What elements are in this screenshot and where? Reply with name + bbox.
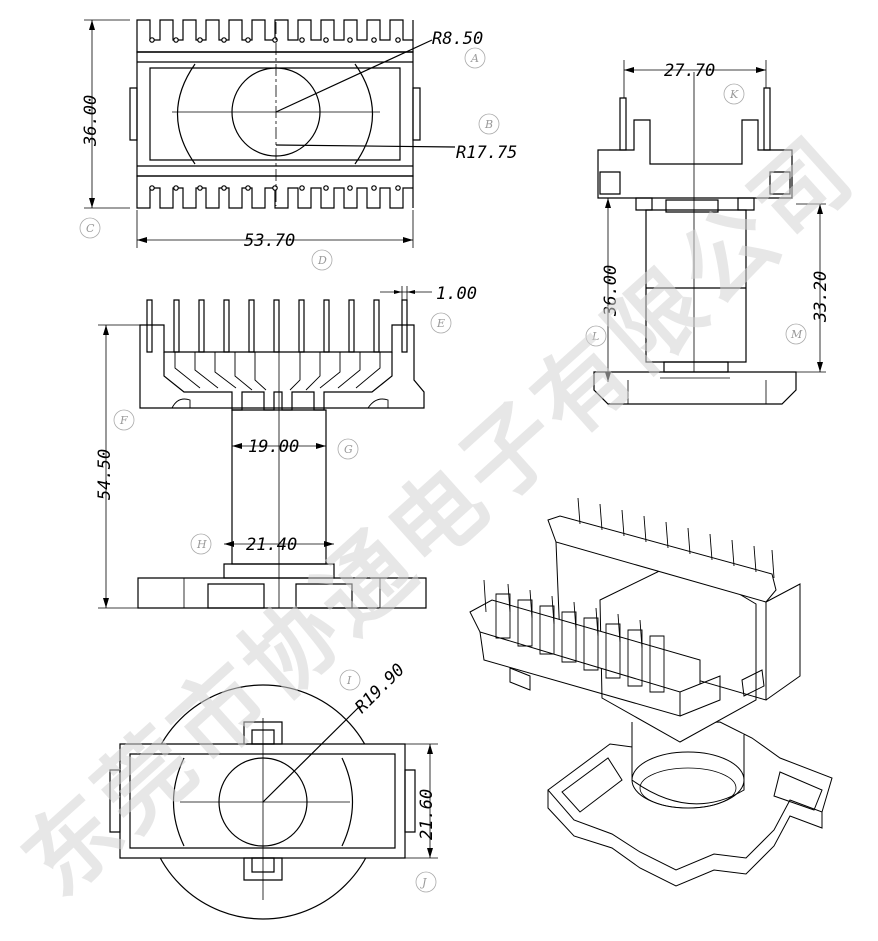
top-view-upper-comb [137, 20, 413, 52]
callouts: A B C D E F G H I J K L M [80, 48, 806, 892]
callout-m: M [790, 328, 803, 341]
front-view [98, 286, 432, 608]
dim-pin-width: 1.00 [436, 284, 477, 304]
isometric-view [470, 498, 832, 886]
callout-c: C [86, 222, 95, 235]
callout-l: L [591, 330, 599, 343]
callout-f: F [119, 414, 128, 427]
callout-k: K [729, 88, 739, 101]
dim-height-top: 36.00 [81, 95, 101, 147]
callout-b: B [484, 118, 493, 131]
side-view-flange [598, 120, 792, 198]
dim-height-front: 54.50 [95, 449, 115, 500]
dim-height-side2: 33.20 [811, 271, 831, 323]
dim-base-width: 21.40 [246, 535, 297, 555]
dim-height-side: 36.00 [601, 265, 621, 317]
dim-width-top: 53.70 [244, 231, 295, 251]
dim-height-bottom: 21.60 [417, 789, 437, 840]
front-view-body [140, 325, 424, 408]
dim-r-large: R17.75 [456, 143, 517, 163]
dim-r-bottom: R19.90 [351, 660, 409, 718]
dim-width-side: 27.70 [664, 61, 715, 81]
top-view-lower-comb [137, 176, 413, 208]
dim-r-small: R8.50 [432, 29, 483, 49]
dim-core-width: 19.00 [248, 437, 299, 457]
top-view [84, 20, 455, 248]
callout-e: E [436, 317, 445, 330]
side-view [594, 60, 826, 404]
callout-d: D [317, 254, 327, 267]
callout-h: H [196, 538, 207, 551]
top-view-body [137, 52, 413, 176]
callout-i: I [346, 674, 352, 687]
callout-g: G [344, 443, 353, 456]
dimension-labels: R8.50 R17.75 36.00 53.70 27.70 36.00 33.… [81, 29, 831, 840]
bottom-view-frame [120, 744, 405, 858]
callout-j: J [420, 876, 427, 889]
bottom-view [110, 685, 438, 919]
callout-a: A [470, 52, 479, 65]
